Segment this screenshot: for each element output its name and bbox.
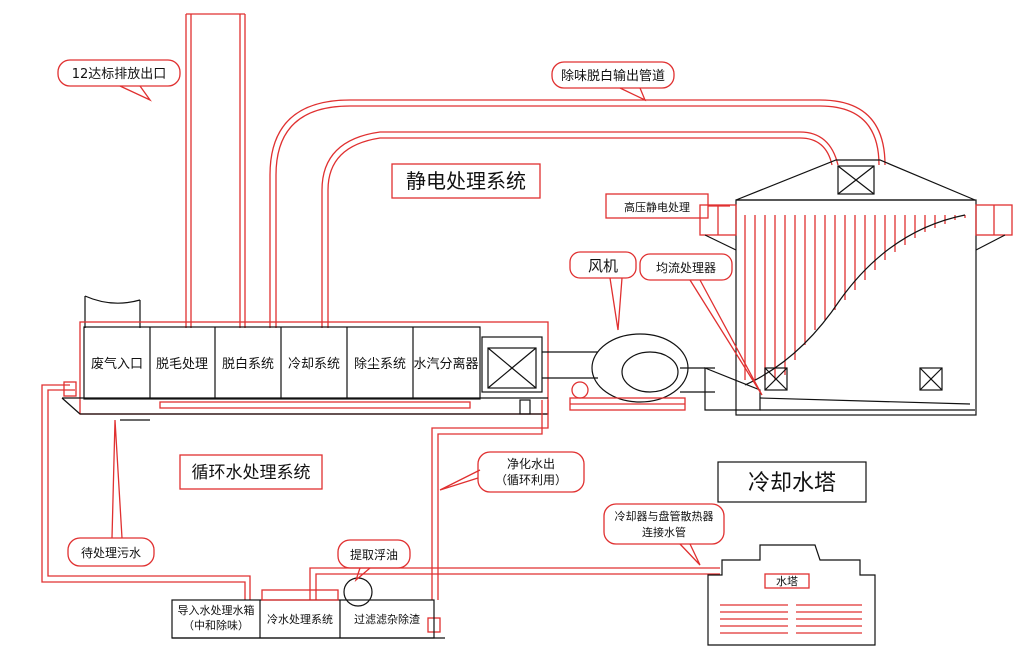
label-flow-equalizer: 均流处理器 xyxy=(656,261,716,275)
circ-water-box xyxy=(179,454,323,490)
callout-wastewater xyxy=(67,419,155,567)
callout-flow-equalizer xyxy=(639,253,763,396)
label-fan: 风机 xyxy=(588,257,618,275)
label-deodor-pipe: 除味脱白输出管道 xyxy=(561,68,665,84)
cooling-tower xyxy=(707,544,876,646)
callout-clean-water xyxy=(439,451,585,493)
module-label-1: 脱毛处理 xyxy=(156,357,208,372)
label-clean-water-1: 净化水出 xyxy=(507,457,555,471)
fan-assembly xyxy=(542,333,975,411)
label-hv-esp: 高压静电处理 xyxy=(624,200,690,214)
label-oil-extraction: 提取浮油 xyxy=(350,547,398,562)
module-label-4: 除尘系统 xyxy=(354,357,406,372)
tank-label-inlet-1: 导入水处理水箱 xyxy=(178,603,255,617)
label-wastewater: 待处理污水 xyxy=(81,546,141,560)
treatment-modules xyxy=(61,321,549,415)
label-pipe-note-2: 连接水管 xyxy=(642,525,686,539)
inlet-duct xyxy=(84,295,141,328)
module-label-0: 废气入口 xyxy=(91,356,143,372)
callout-deodor xyxy=(551,61,675,102)
cooling-tower-box xyxy=(717,461,867,503)
module-label-5: 水汽分离器 xyxy=(413,356,478,372)
callout-fan xyxy=(569,251,637,331)
deodor-pipe xyxy=(269,99,886,328)
exhaust-stack xyxy=(185,13,246,328)
module-label-2: 脱白系统 xyxy=(222,356,274,372)
tank-label-cold-water: 冷水处理系统 xyxy=(267,613,333,626)
label-pipe-note-1: 冷却器与盘管散热器 xyxy=(615,509,714,523)
label-clean-water-2: （循环利用） xyxy=(495,473,567,487)
esp-system-box xyxy=(391,163,541,199)
tower-tag-label: 水塔 xyxy=(776,575,798,588)
label-outlet: 12达标排放出口 xyxy=(72,67,167,82)
tank-label-inlet-2: （中和除味） xyxy=(183,618,249,632)
callout-outlet xyxy=(57,59,181,102)
module-label-3: 冷却系统 xyxy=(288,357,340,372)
callout-pipe-note xyxy=(603,503,725,566)
tank-label-filter: 过滤滤杂除渣 xyxy=(354,612,420,626)
esp-tower xyxy=(699,159,1013,416)
label-circ-water: 循环水处理系统 xyxy=(192,463,311,483)
label-cooling-tower: 冷却水塔 xyxy=(748,471,836,496)
water-pipes xyxy=(41,381,720,633)
callout-oil xyxy=(337,539,411,583)
water-tanks xyxy=(171,577,445,639)
label-esp-system: 静电处理系统 xyxy=(406,169,526,193)
